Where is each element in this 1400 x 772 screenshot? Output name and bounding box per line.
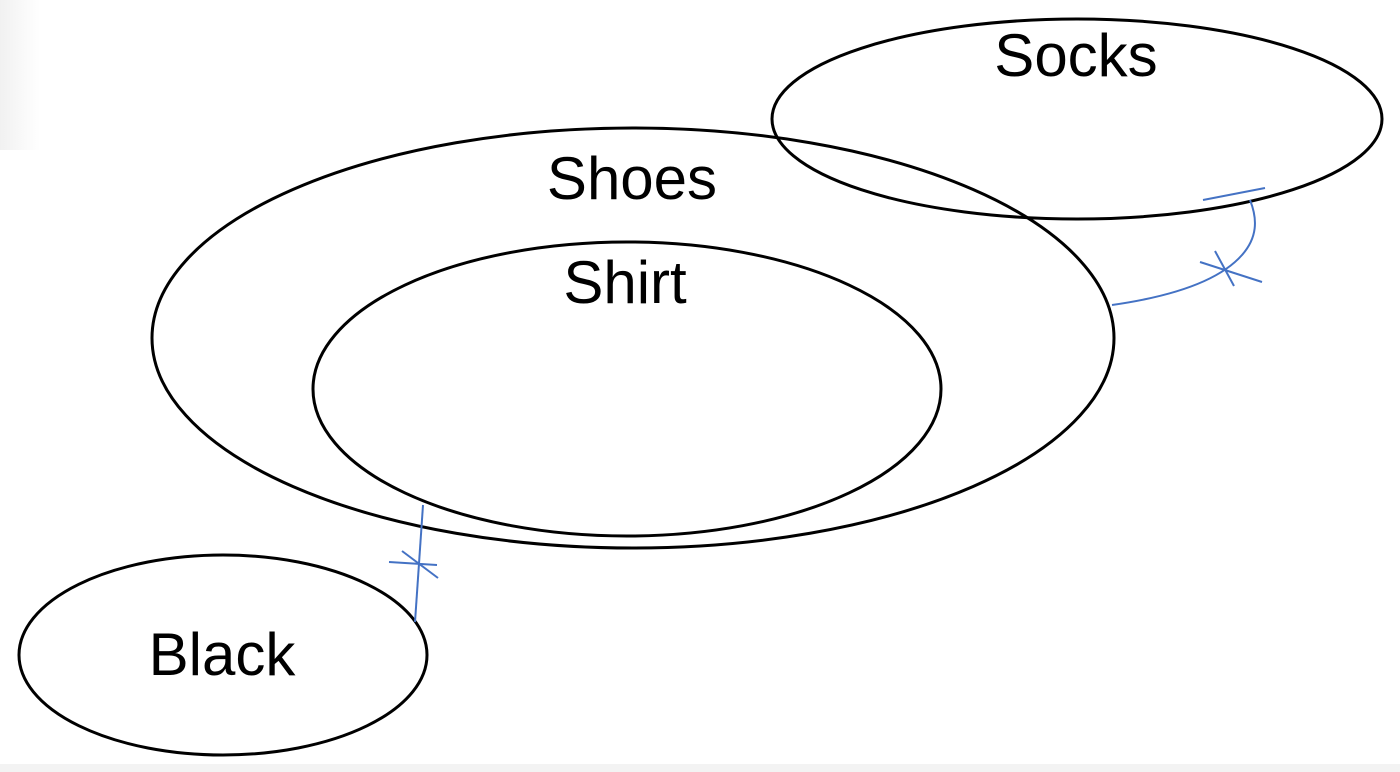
- shoes-black-tick-b: [401, 550, 439, 579]
- shoes-socks-tick-upper: [1202, 187, 1266, 201]
- black-label: Black: [149, 621, 297, 688]
- shoes-label: Shoes: [547, 145, 717, 212]
- black-ellipse[interactable]: [17, 553, 429, 757]
- shoes-socks-connector: [1111, 199, 1256, 306]
- socks-label: Socks: [994, 22, 1157, 89]
- bottom-edge-strip: [0, 764, 1400, 772]
- shirt-label: Shirt: [563, 249, 687, 316]
- shoes-ellipse[interactable]: [150, 126, 1116, 550]
- shoes-black-tick-a: [388, 561, 438, 566]
- left-edge-shading: [0, 0, 40, 150]
- socks-ellipse[interactable]: [770, 17, 1384, 221]
- shirt-ellipse[interactable]: [311, 240, 943, 538]
- shoes-socks-tick-lower-a: [1199, 261, 1263, 283]
- shoes-socks-tick-lower-b: [1214, 250, 1235, 287]
